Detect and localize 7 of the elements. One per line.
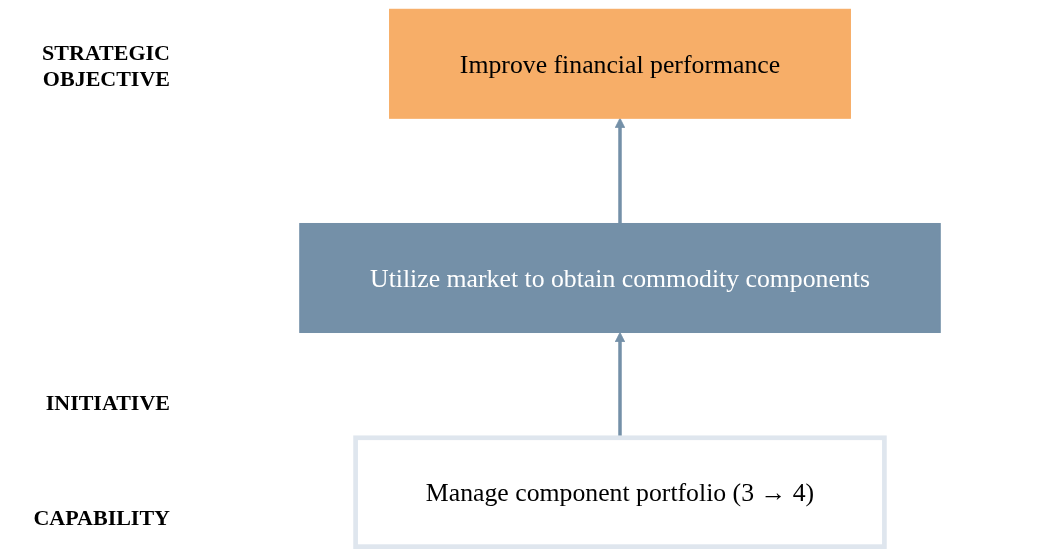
- node-box: Utilize market to obtain commodity components: [299, 223, 941, 333]
- arrow: [614, 117, 626, 224]
- row-label: INITIATIVE: [44, 390, 170, 416]
- row-label: CAPABILITY: [32, 505, 170, 531]
- node-box: Improve financial performance: [389, 8, 851, 119]
- row-label: STRATEGIC OBJECTIVE: [41, 40, 170, 92]
- node-box: Manage component portfolio (3 → 4): [353, 435, 887, 549]
